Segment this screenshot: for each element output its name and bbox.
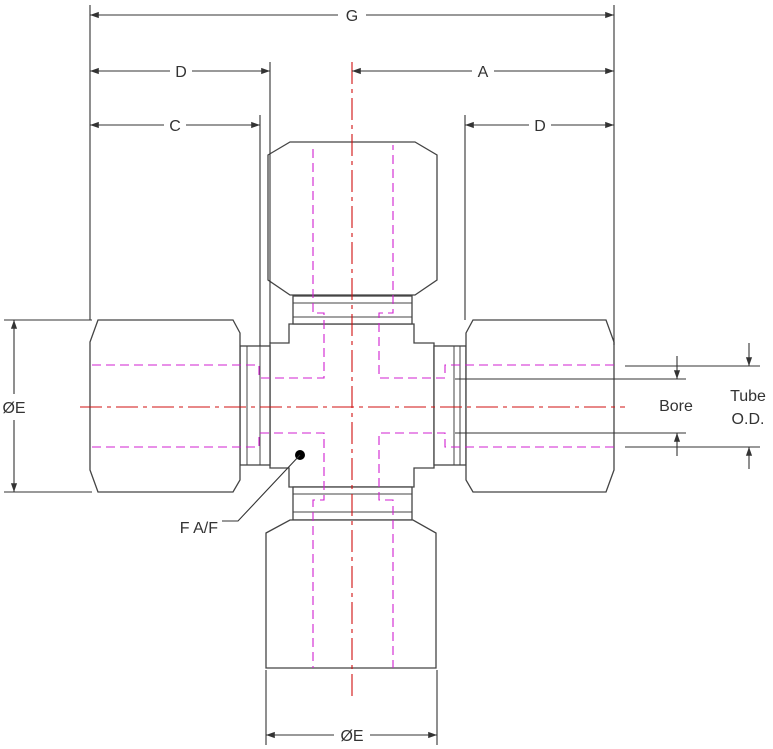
dimension-tube-od: Tube O.D.	[730, 343, 766, 469]
dimension-D-right: D	[464, 118, 614, 135]
dim-label-C: C	[169, 118, 181, 135]
dimension-E-bottom: ØE	[265, 728, 438, 745]
dimension-bore: Bore	[659, 356, 693, 456]
hidden-bore-lines	[92, 145, 614, 668]
dim-label-tube: Tube	[730, 388, 766, 405]
dimension-A: A	[351, 64, 614, 81]
extension-lines	[4, 5, 760, 745]
dimension-flats: F A/F	[180, 450, 305, 537]
nut-left	[89, 319, 241, 493]
dimension-G: G	[90, 8, 614, 25]
dim-label-D: D	[175, 64, 187, 81]
dim-label-E-bottom: ØE	[340, 728, 363, 745]
dim-label-G: G	[346, 8, 358, 25]
nut-right	[465, 319, 615, 493]
dim-label-E-left: ØE	[2, 400, 25, 417]
dim-label-bore: Bore	[659, 398, 693, 415]
dim-label-flats: F A/F	[180, 520, 218, 537]
fitting-body	[239, 295, 467, 521]
dim-label-od: O.D.	[732, 411, 765, 428]
dimension-E-left: ØE	[2, 319, 26, 493]
dim-label-D-right: D	[534, 118, 546, 135]
center-lines	[80, 62, 625, 700]
dimension-C: C	[90, 118, 260, 135]
dim-label-A: A	[478, 64, 489, 81]
nut-bottom	[265, 519, 437, 669]
dimension-D-left: D	[90, 64, 271, 81]
